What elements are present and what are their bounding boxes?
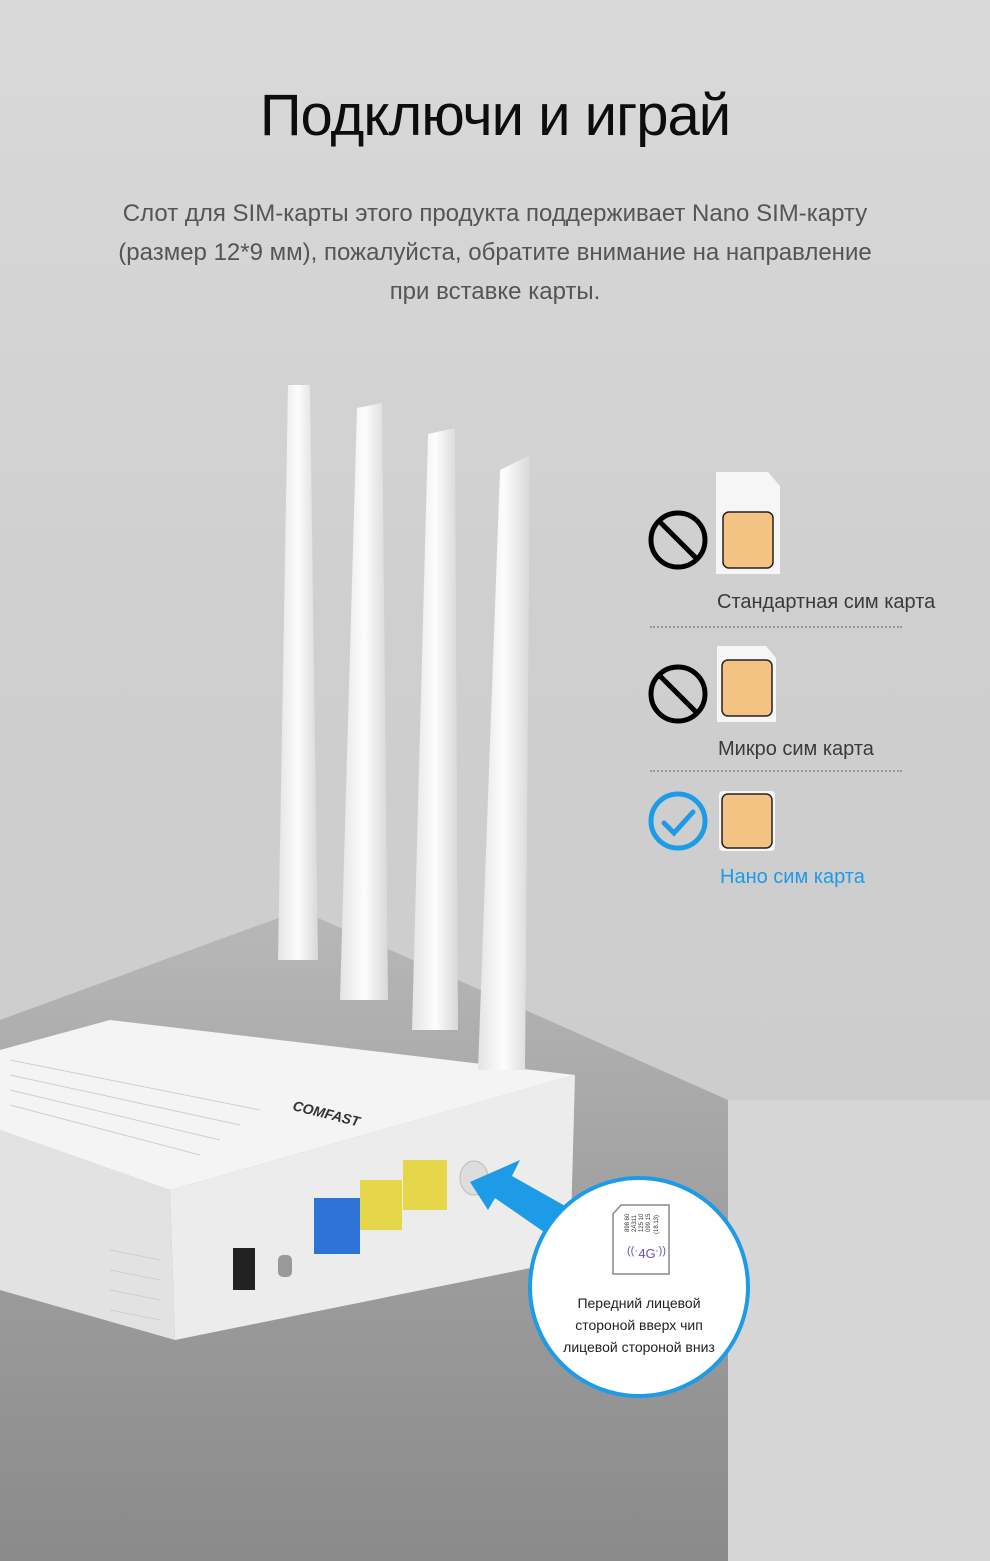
- sim-label-nano: Нано сим карта: [720, 866, 865, 888]
- antennas: [278, 385, 530, 1070]
- sim-4g-label: 4G: [638, 1246, 655, 1261]
- svg-text:2A311: 2A311: [632, 1214, 638, 1232]
- svg-text:(18.13): (18.13): [654, 1215, 660, 1234]
- usb-port: [278, 1255, 292, 1277]
- divider: [650, 626, 902, 628]
- nano-sim-front-icon: 4G ((· ·)) 898 60 2A311 125 10 099 15 (1…: [612, 1204, 670, 1275]
- router: COMFAST: [0, 1020, 575, 1340]
- svg-text:898 60: 898 60: [625, 1213, 631, 1232]
- page-title: Подключи и играй: [259, 83, 731, 148]
- micro-sim-icon: [717, 646, 776, 722]
- callout-line-2: стороной вверх чип: [575, 1317, 703, 1333]
- lan-port-2: [403, 1160, 447, 1210]
- prohibited-icon: [648, 664, 708, 724]
- wan-port: [314, 1198, 360, 1254]
- lan-port-1: [360, 1180, 402, 1230]
- svg-text:125 10: 125 10: [639, 1213, 645, 1232]
- svg-text:099 15: 099 15: [646, 1213, 652, 1232]
- svg-text:·)): ·)): [655, 1245, 666, 1257]
- description: Слот для SIM-карты этого продукта поддер…: [118, 200, 872, 305]
- callout-text: Передний лицевой стороной вверх чип лице…: [532, 1292, 746, 1358]
- sim-label-micro: Микро сим карта: [718, 738, 874, 760]
- prohibited-icon: [648, 510, 708, 570]
- callout-line-3: лицевой стороной вниз: [563, 1339, 715, 1355]
- nano-sim-icon: [719, 791, 775, 851]
- callout-line-1: Передний лицевой: [577, 1295, 701, 1311]
- svg-text:((·: ((·: [627, 1245, 638, 1257]
- checkmark-circle-icon: [648, 791, 708, 851]
- power-port: [233, 1248, 255, 1290]
- sim-label-standard: Стандартная сим карта: [717, 591, 936, 613]
- sim-orientation-callout: 4G ((· ·)) 898 60 2A311 125 10 099 15 (1…: [528, 1176, 750, 1398]
- standard-sim-icon: [716, 472, 780, 574]
- divider: [650, 770, 902, 772]
